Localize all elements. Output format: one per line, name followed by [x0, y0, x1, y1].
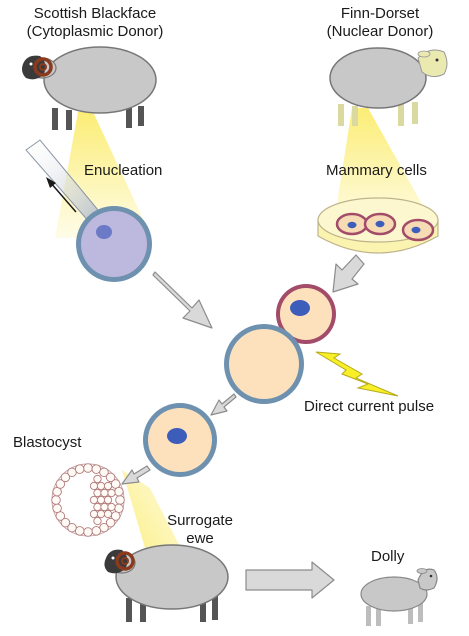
blastocyst-cell: [107, 502, 116, 512]
blastocyst-cell: [105, 517, 116, 528]
lightning-bolt-icon: [315, 351, 399, 397]
direct-current-pulse-label: Direct current pulse: [304, 398, 435, 415]
blastocyst-cell: [100, 502, 109, 512]
arrow-egg-to-fusion: [152, 271, 213, 329]
blastocyst-cell: [55, 479, 66, 489]
sheep-blackface-icon: [22, 46, 157, 130]
mammary-cell: [363, 212, 397, 236]
blastocyst-cell: [91, 526, 102, 536]
blastocyst-cell: [103, 495, 113, 505]
arrow-fusion-to-egg: [210, 393, 237, 416]
enucleated-egg: [76, 206, 152, 282]
arrow-surrogate-to-dolly: [245, 561, 335, 599]
donor-cell: [276, 284, 336, 344]
surrogate-line1: Surrogate: [167, 512, 233, 529]
blastocyst-cell: [103, 509, 113, 519]
blastocyst-cell: [83, 527, 93, 537]
blastocyst-cell: [60, 472, 71, 483]
arrow-egg-to-blastocyst: [121, 465, 151, 485]
blastocyst-cell: [107, 488, 116, 498]
blastocyst-cell: [83, 463, 93, 473]
nuclear-donor-role: (Nuclear Donor): [326, 23, 434, 40]
blastocyst-cell: [93, 474, 102, 484]
blastocyst-cells: [51, 463, 125, 537]
reconstructed-egg: [143, 403, 217, 477]
blastocyst-cell: [52, 503, 62, 514]
cytoplasmic-donor-label: Scottish Blackface (Cytoplasmic Donor): [6, 5, 184, 41]
surrogate-ewe-label: Surrogate ewe: [162, 512, 238, 548]
blastocyst-cell: [114, 486, 124, 497]
blastocyst-cell: [103, 481, 113, 491]
mammary-cell: [335, 212, 369, 236]
blastocyst-cell: [60, 517, 71, 528]
blastocyst-cell: [89, 495, 99, 505]
blastocyst-cell: [51, 495, 61, 505]
blastocyst-cell: [89, 509, 99, 519]
blastocyst-cell: [93, 516, 102, 526]
blastocyst-cell: [89, 481, 99, 491]
lamb-icon: [360, 568, 438, 626]
nuclear-donor-label: Finn-Dorset (Nuclear Donor): [316, 5, 444, 41]
light-beam-right: [334, 108, 432, 222]
pipette-arrow: [46, 177, 77, 213]
blastocyst-label: Blastocyst: [13, 434, 82, 451]
mammary-cell: [401, 218, 435, 242]
arrow-dish-to-cell: [332, 254, 365, 293]
blastocyst-icon: [51, 463, 125, 537]
petri-dish-icon: [317, 197, 439, 254]
blastocyst-cell: [96, 495, 106, 505]
blastocyst-cell: [105, 472, 116, 483]
nuclear-donor-name: Finn-Dorset: [340, 5, 420, 22]
cytoplasmic-donor-name: Scottish Blackface: [33, 5, 157, 22]
blastocyst-cell: [96, 481, 106, 491]
cytoplasmic-donor-role: (Cytoplasmic Donor): [26, 23, 164, 40]
blastocyst-cell: [100, 488, 109, 498]
mammary-cells-label: Mammary cells: [326, 162, 427, 179]
blastocyst-cell: [74, 464, 85, 474]
surrogate-line2: ewe: [186, 530, 214, 547]
blastocyst-cell: [67, 522, 77, 533]
blastocyst-cell: [93, 488, 102, 498]
dolly-label: Dolly: [371, 548, 405, 565]
enucleation-label: Enucleation: [84, 162, 163, 179]
blastocyst-cell: [96, 509, 106, 519]
blastocyst-cell: [99, 467, 109, 478]
blastocyst-cell: [93, 502, 102, 512]
blastocyst-cell: [115, 495, 125, 505]
fused-egg: [224, 324, 304, 404]
sheep-blackface-icon: [104, 544, 229, 622]
sheep-white-face-icon: [329, 47, 448, 126]
